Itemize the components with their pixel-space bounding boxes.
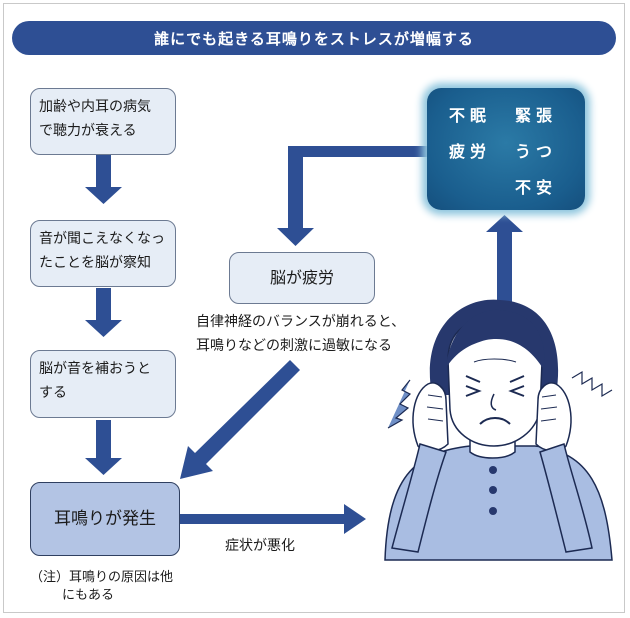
stress-item-insomnia: 不眠 xyxy=(449,106,492,125)
worsen-arrow xyxy=(180,504,366,534)
detect-line-2: たことを脳が察知 xyxy=(39,255,151,271)
fatigue-note-line-1: 自律神経のバランスが崩れると、 xyxy=(196,314,406,330)
distressed-person-illustration xyxy=(384,299,613,561)
detect-line-1: 音が聞こえなくなっ xyxy=(39,231,165,247)
flow-arrow-2 xyxy=(85,288,122,337)
brain-compensates-box: 脳が音を補おうと する xyxy=(30,350,176,418)
noise-zigzag-right xyxy=(571,370,613,398)
cause-line-2: で聴力が衰える xyxy=(39,123,137,139)
compensate-line-2: する xyxy=(39,385,67,401)
person-to-stress-arrow xyxy=(486,215,523,302)
footnote-line-2: にもある xyxy=(62,588,115,603)
worsen-label: 症状が悪化 xyxy=(225,538,295,554)
stress-item-fatigue: 疲労 xyxy=(449,142,492,161)
fatigue-note-line-2: 耳鳴りなどの刺激に過敏になる xyxy=(196,338,392,354)
figure-frame xyxy=(3,3,625,613)
brain-fatigue-box: 脳が疲労 xyxy=(229,252,375,304)
flow-arrow-3 xyxy=(85,420,122,475)
tinnitus-occurs-box: 耳鳴りが発生 xyxy=(30,482,180,556)
stress-to-fatigue-arrow xyxy=(277,146,427,246)
cause-line-1: 加齢や内耳の病気 xyxy=(39,99,151,115)
stress-item-depression: うつ xyxy=(515,142,558,161)
brain-detects-box: 音が聞こえなくなっ たことを脳が察知 xyxy=(30,220,176,287)
diagram-title: 誰にでも起きる耳鳴りをストレスが増幅する xyxy=(12,21,616,55)
stress-factors-box: 不眠 緊張 疲労 うつ 不安 xyxy=(427,88,585,210)
flow-arrow-1 xyxy=(85,155,122,204)
noise-zigzag-left xyxy=(387,379,412,429)
stress-item-anxiety: 不安 xyxy=(515,178,558,197)
compensate-line-1: 脳が音を補おうと xyxy=(39,361,151,377)
fatigue-to-result-arrow xyxy=(180,360,300,479)
footnote-line-1: （注）耳鳴りの原因は他 xyxy=(30,570,174,585)
stress-item-tension: 緊張 xyxy=(515,106,558,125)
cause-box-hearing-decline: 加齢や内耳の病気 で聴力が衰える xyxy=(30,88,176,155)
